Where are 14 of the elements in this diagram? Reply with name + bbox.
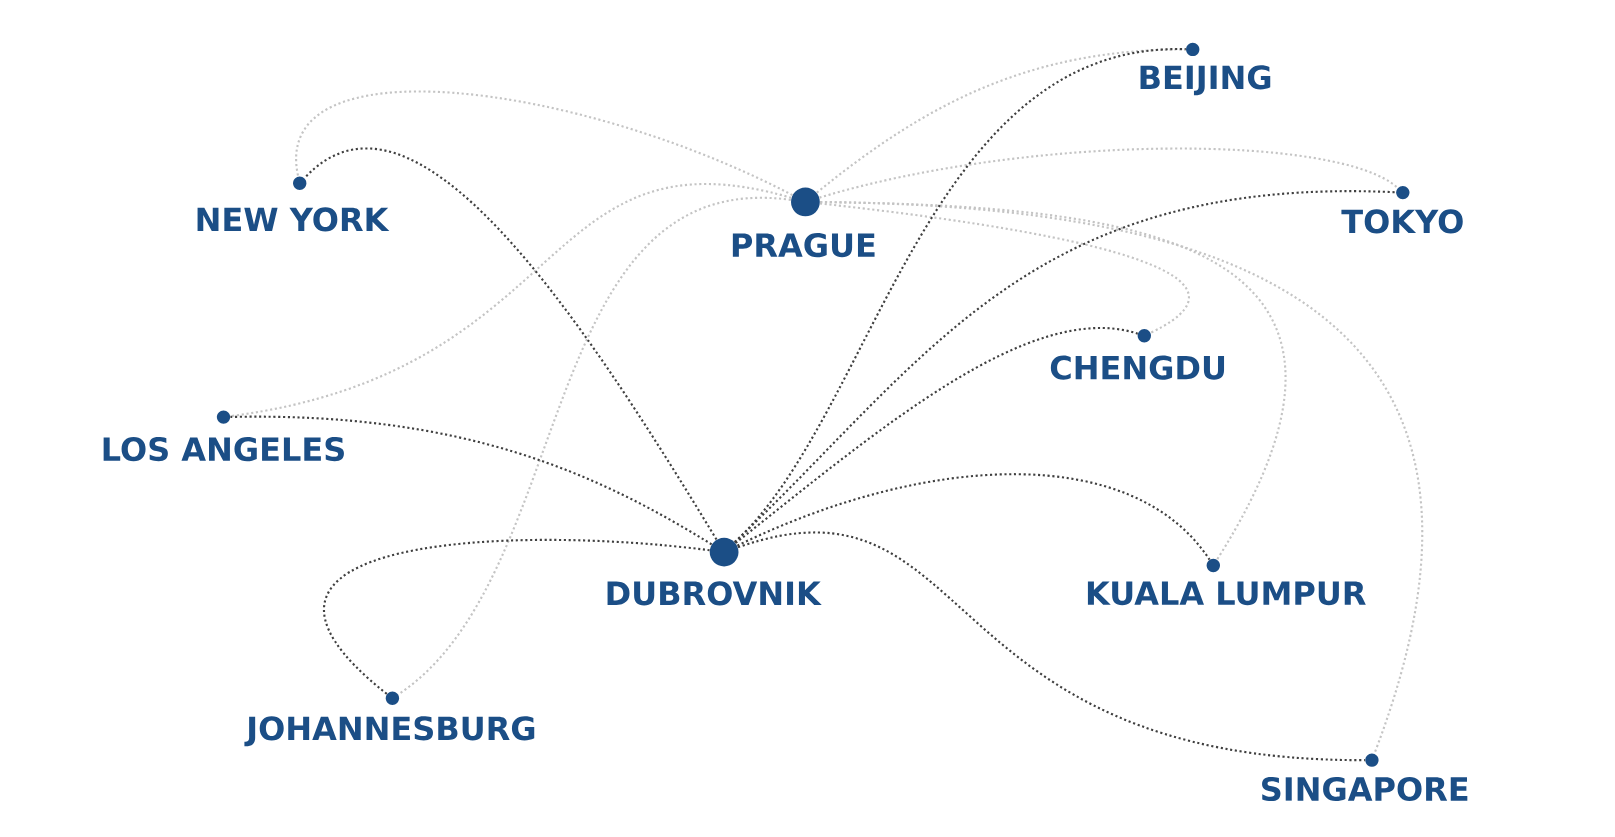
- route-line: [324, 538, 710, 695]
- route-line: [230, 184, 792, 418]
- route-line: [737, 532, 1366, 762]
- route-line: [397, 198, 791, 696]
- route-line: [303, 148, 718, 541]
- route-line: [819, 202, 1189, 334]
- route-line: [296, 90, 793, 197]
- route-line: [736, 473, 1211, 561]
- route-line: [820, 200, 1423, 754]
- route-line: [230, 415, 713, 546]
- route-line: [734, 191, 1396, 543]
- route-line: [816, 48, 1186, 194]
- route-line: [819, 147, 1399, 199]
- route-line: [734, 327, 1138, 544]
